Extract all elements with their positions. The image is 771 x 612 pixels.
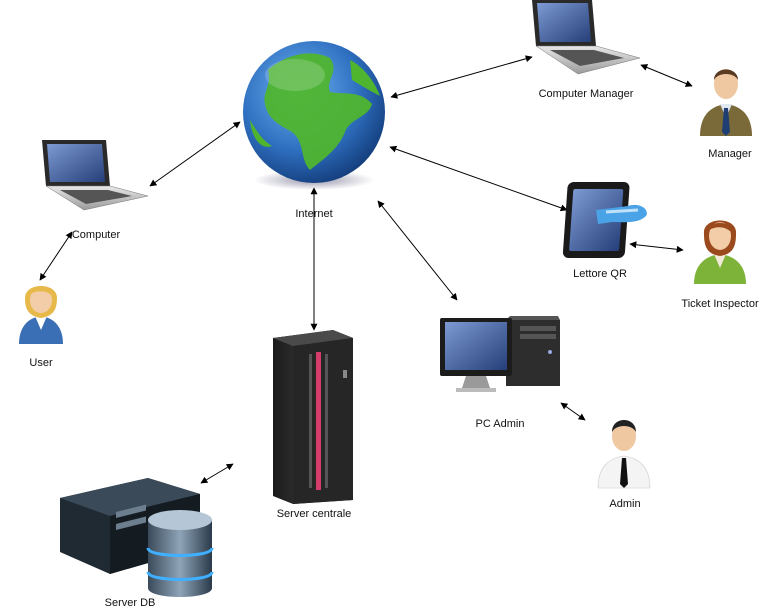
edge-computer-internet xyxy=(149,121,241,187)
node-label-computer: Computer xyxy=(71,229,121,241)
user-woman-icon xyxy=(19,286,63,344)
node-label-internet: Internet xyxy=(295,208,333,220)
admin-man-icon xyxy=(597,420,651,489)
laptop-icon xyxy=(532,0,641,75)
node-label-ticket-inspector: Ticket Inspector xyxy=(681,298,759,310)
database-server-icon xyxy=(60,478,214,597)
desktop-pc-icon xyxy=(440,316,560,392)
edges xyxy=(39,55,693,484)
tablet-scanner-icon xyxy=(562,182,647,258)
globe-icon xyxy=(243,41,385,190)
node-label-user: User xyxy=(29,357,53,369)
node-label-server-centrale: Server centrale xyxy=(276,508,352,520)
edge-internet-computer-manager xyxy=(390,55,533,99)
node-label-pc-admin: PC Admin xyxy=(475,418,525,430)
user-woman-icon xyxy=(694,220,746,284)
edge-lettore-qr-ticket-inspector xyxy=(629,241,684,253)
edge-pc-admin-admin xyxy=(560,402,586,421)
laptop-icon xyxy=(42,140,149,211)
edge-internet-pc-admin xyxy=(377,200,458,301)
edge-internet-lettore-qr xyxy=(389,145,568,212)
server-rack-icon xyxy=(273,330,353,504)
edge-computer-manager-manager xyxy=(640,64,693,87)
businessman-icon xyxy=(700,69,752,136)
node-label-manager: Manager xyxy=(708,148,752,160)
edge-server-centrale-server-db xyxy=(200,463,234,484)
edge-user-computer xyxy=(39,231,73,281)
node-label-server-db: Server DB xyxy=(104,597,156,609)
node-label-computer-manager: Computer Manager xyxy=(538,88,634,100)
node-label-admin: Admin xyxy=(609,498,641,510)
node-label-lettore-qr: Lettore QR xyxy=(573,268,627,280)
